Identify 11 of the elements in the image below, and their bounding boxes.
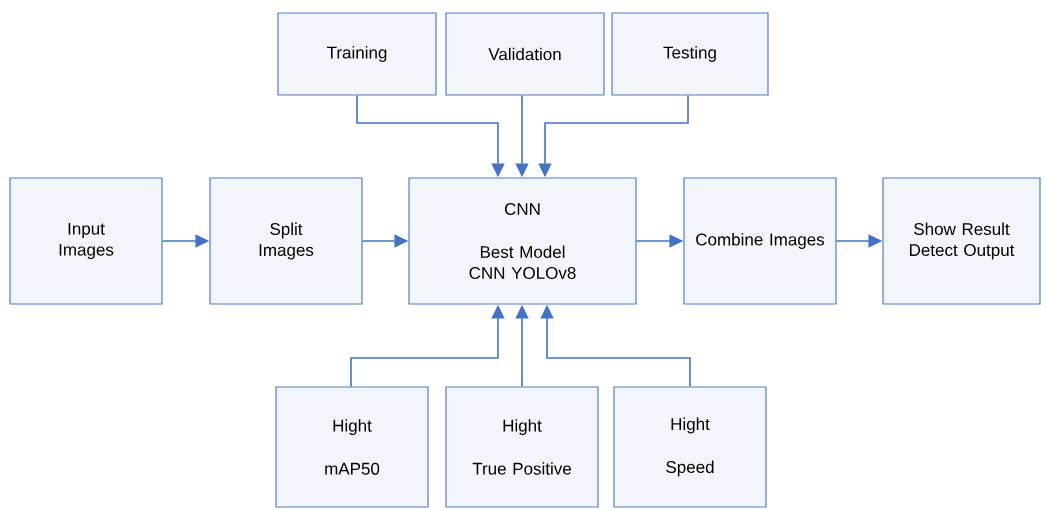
process-box: Hight mAP50 [275,386,429,508]
process-box: Combine Images [683,177,837,305]
process-box: Testing [611,12,769,96]
process-box: Hight True Positive [445,386,599,508]
process-box: Split Images [209,177,363,305]
process-box: CNN Best Model CNN YOLOv8 [408,177,637,305]
process-box: Show Result Detect Output [882,177,1041,305]
process-box: Training [277,12,437,96]
process-box: Validation [445,12,605,96]
process-box: Input Images [9,177,163,305]
process-box: Hight Speed [613,386,767,508]
